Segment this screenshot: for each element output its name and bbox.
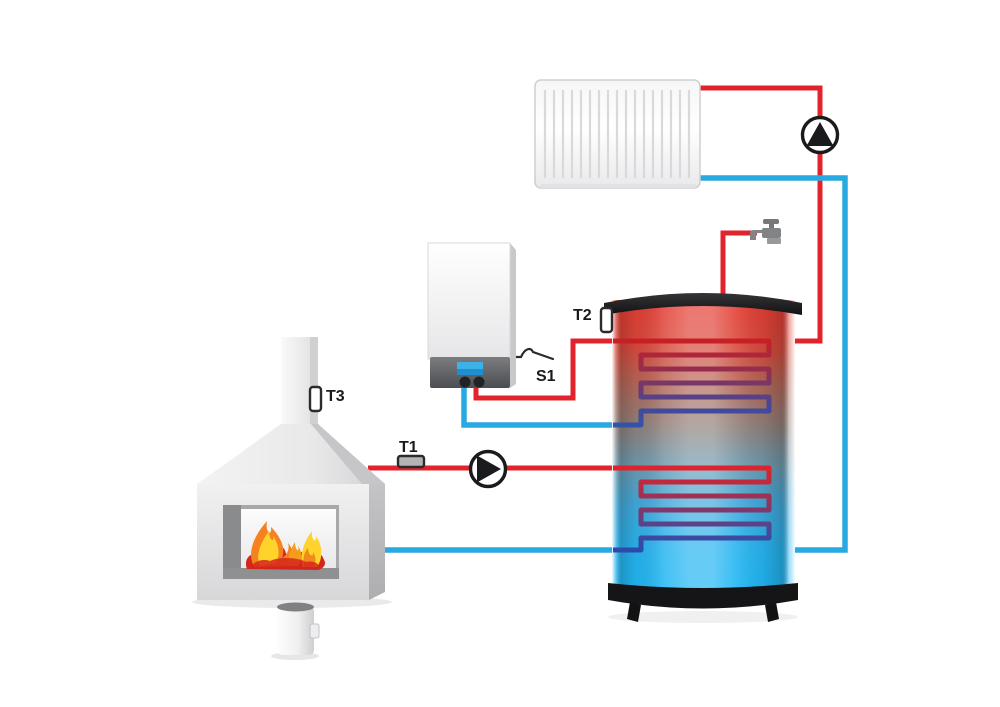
label-t1: T1	[399, 439, 418, 456]
cold-pipe-radiator-return	[697, 175, 848, 553]
flame-icon	[245, 521, 326, 570]
sensor-icon-t2	[599, 306, 614, 334]
cold-pipes	[380, 175, 848, 553]
label-s1: S1	[536, 368, 556, 385]
ash-bin	[277, 602, 320, 655]
hot-pipe-tap-outlet	[720, 230, 757, 305]
hot-pipe-radiator-circuit	[697, 85, 823, 344]
fireplace-hood	[197, 424, 385, 484]
switch-contact-icon	[510, 347, 555, 361]
sensor-icon-t1	[396, 454, 426, 469]
sensors	[308, 306, 614, 469]
cold-pipe-boiler-return	[461, 386, 616, 428]
label-t2: T2	[573, 307, 592, 324]
pump-icon-fireplace	[468, 449, 508, 489]
label-t3: T3	[326, 388, 345, 405]
tank-top-cap	[604, 293, 802, 315]
sensor-icon-t3	[308, 385, 323, 413]
tap-icon	[750, 219, 781, 244]
radiator-fins	[543, 90, 691, 178]
tank-bottom-base	[608, 583, 798, 609]
boiler	[427, 242, 516, 388]
boiler-knob-right	[473, 376, 485, 388]
fireplace	[197, 337, 385, 655]
tank-coil-upper	[613, 338, 772, 428]
buffer-tank	[604, 293, 802, 622]
pump-icon-radiator	[800, 115, 840, 155]
boiler-knob-left	[459, 376, 471, 388]
hot-pipe-boiler-circuit	[473, 338, 616, 401]
tank-coil-lower	[613, 465, 772, 553]
radiator	[534, 79, 701, 189]
labels: T1 T2 T3 S1	[326, 307, 592, 456]
